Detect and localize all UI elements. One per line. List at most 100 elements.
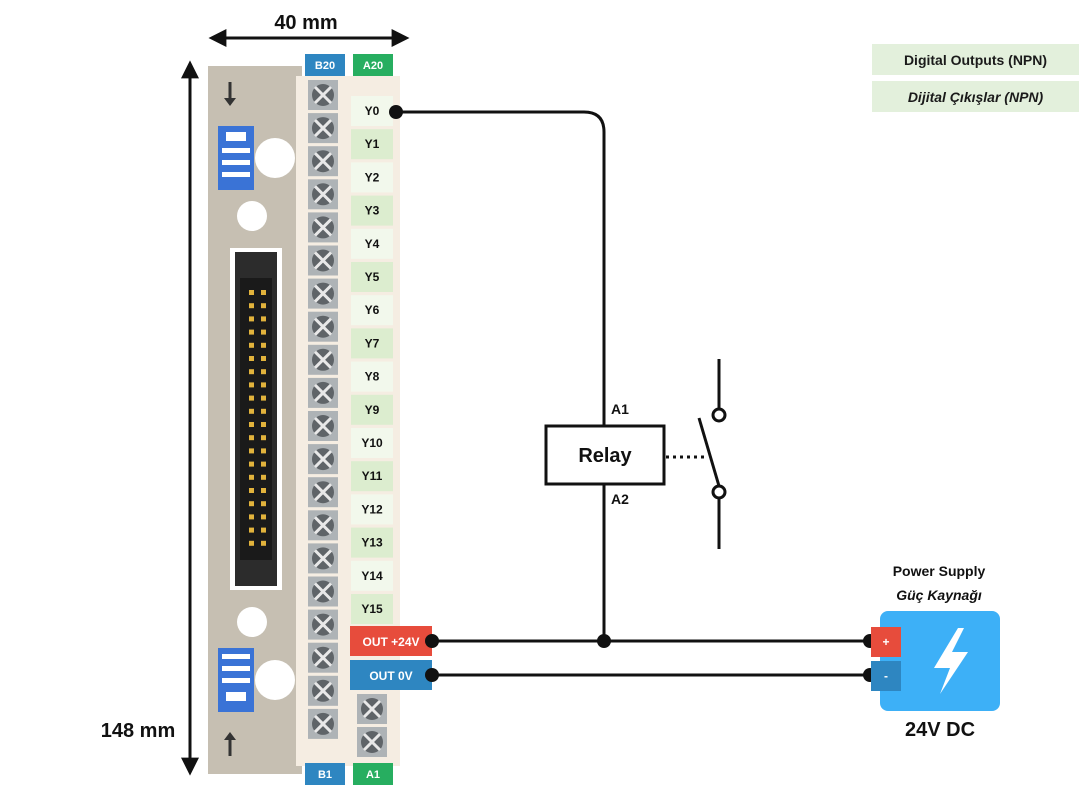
relay-label: Relay xyxy=(578,445,632,467)
screw-icon xyxy=(308,543,338,574)
connector-pin xyxy=(249,422,254,427)
mounting-hole xyxy=(237,201,267,231)
output-terminal: Y0 xyxy=(351,96,393,126)
label-plate-top xyxy=(218,126,254,190)
output-terminal: Y8 xyxy=(351,361,393,392)
screw-icon xyxy=(308,609,338,640)
connector-pin xyxy=(261,290,266,295)
screw-icon xyxy=(308,444,338,475)
width-label: 40 mm xyxy=(274,12,337,34)
output-label: Y0 xyxy=(365,104,380,118)
height-dimension: 148 mm xyxy=(101,60,199,776)
screw-terminals-bottom xyxy=(357,694,387,757)
mounting-hole xyxy=(237,607,267,637)
tag-a20 xyxy=(353,54,393,76)
connector-pin xyxy=(261,435,266,441)
screw-icon xyxy=(308,344,338,375)
connector-pin xyxy=(249,448,254,454)
screw-icon xyxy=(308,642,338,673)
screw-icon xyxy=(308,377,338,408)
output-label: Y2 xyxy=(365,170,380,184)
screw-icon xyxy=(308,212,338,243)
mounting-hole xyxy=(255,138,295,178)
tag-b1-text: B1 xyxy=(318,769,332,781)
output-label: Y1 xyxy=(365,137,380,151)
psu-title: Power Supply xyxy=(893,563,986,579)
output-terminal: Y10 xyxy=(351,428,393,458)
connector-pin xyxy=(261,501,266,507)
relay-coil xyxy=(544,424,666,486)
tag-b1 xyxy=(305,763,345,785)
connector-pin xyxy=(261,316,266,322)
relay-contact-switch-icon xyxy=(697,359,727,549)
output-label: Y12 xyxy=(361,502,383,516)
legend-english: Digital Outputs (NPN) xyxy=(872,44,1079,75)
arrow-up-icon xyxy=(224,732,236,756)
output-terminal: Y4 xyxy=(351,228,393,259)
connector-pin xyxy=(249,474,254,480)
tag-a20-text: A20 xyxy=(363,60,383,72)
screw-icon xyxy=(357,727,387,757)
connector-pin xyxy=(249,514,254,520)
output-terminal: Y11 xyxy=(351,461,393,492)
psu-minus-terminal xyxy=(871,661,901,691)
output-terminal: Y6 xyxy=(351,295,393,326)
output-label: Y7 xyxy=(365,336,380,350)
connector-pin xyxy=(249,303,254,309)
screw-terminals xyxy=(308,80,338,739)
psu-plus-terminal xyxy=(871,627,901,657)
legend-turkish: Dijital Çıkışlar (NPN) xyxy=(872,81,1079,112)
width-dimension: 40 mm xyxy=(208,12,410,47)
psu-subtitle: Güç Kaynağı xyxy=(896,587,982,603)
power-supply: Power Supply Güç Kaynağı + - 24V DC xyxy=(871,563,1000,741)
connector-pin xyxy=(261,422,266,427)
output-terminal: Y12 xyxy=(351,494,393,525)
connector-pin xyxy=(249,461,254,467)
out-plus-terminal xyxy=(350,626,432,656)
label-plate-bottom xyxy=(218,648,254,712)
wire-y0-to-relay xyxy=(396,110,606,426)
output-label: Y10 xyxy=(361,436,383,450)
psu-plus-label: + xyxy=(882,635,889,649)
screw-icon xyxy=(308,708,338,739)
output-terminal: Y7 xyxy=(351,328,393,359)
out-zero-label: OUT 0V xyxy=(369,669,412,683)
output-terminal: Y9 xyxy=(351,394,393,425)
connector-pin xyxy=(249,369,254,375)
connector-pin xyxy=(249,540,254,546)
connector-pin xyxy=(261,461,266,467)
psu-minus-label: - xyxy=(884,669,888,683)
arrow-down-icon xyxy=(224,82,236,106)
output-label: Y3 xyxy=(365,204,380,218)
connector-pin xyxy=(249,382,254,388)
connector-pin xyxy=(249,329,254,335)
screw-icon xyxy=(308,675,338,706)
connector-pin xyxy=(249,435,254,441)
connector-pin xyxy=(249,501,254,507)
tag-b20 xyxy=(305,54,345,76)
connector-pin xyxy=(261,540,266,546)
screw-icon xyxy=(308,179,338,210)
output-terminal: Y14 xyxy=(351,560,393,591)
output-label: Y9 xyxy=(365,403,380,417)
output-terminal: Y5 xyxy=(351,262,393,292)
connector-pin xyxy=(261,448,266,454)
connector-pin xyxy=(249,356,254,361)
connector-pin xyxy=(249,316,254,322)
connector-pin xyxy=(261,488,266,493)
tag-b20-text: B20 xyxy=(315,60,335,72)
output-terminal: Y15 xyxy=(351,594,393,624)
connector-pin xyxy=(249,488,254,493)
connector-pin xyxy=(261,527,266,533)
mounting-hole xyxy=(255,660,295,700)
screw-icon xyxy=(357,694,387,724)
connector-pin xyxy=(261,369,266,375)
connector-pin xyxy=(261,342,266,348)
tag-a1-text: A1 xyxy=(366,769,380,781)
screw-icon xyxy=(308,311,338,342)
screw-icon xyxy=(308,113,338,144)
wire-junctions xyxy=(389,105,877,682)
output-label: Y6 xyxy=(365,303,380,317)
idc-connector xyxy=(230,248,282,590)
